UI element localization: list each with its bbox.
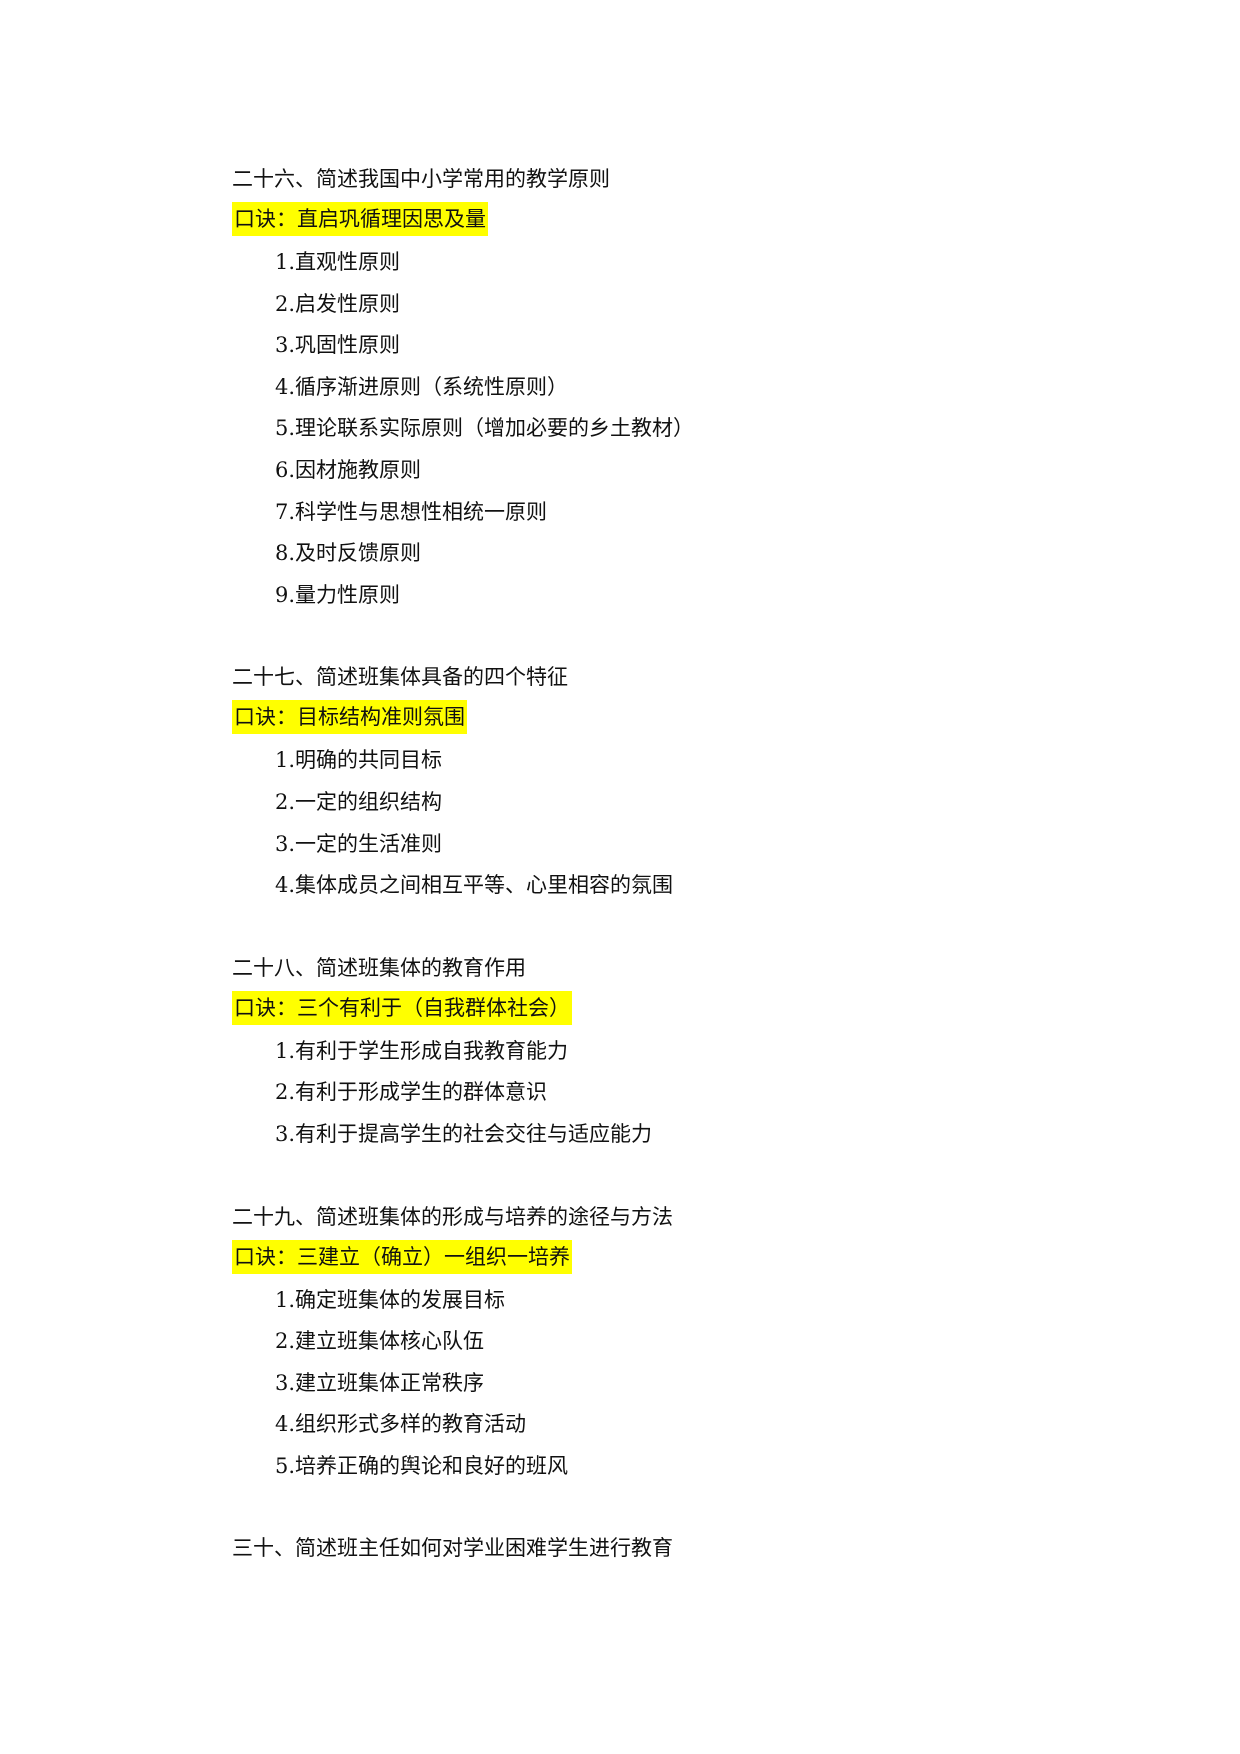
mnemonic-highlight: 口诀：目标结构准则氛围 xyxy=(232,700,467,735)
section-heading: 二十七、简述班集体具备的四个特征 xyxy=(232,665,568,690)
list-item: 4.循序渐进原则（系统性原则） xyxy=(275,374,569,399)
method-list: 1.确定班集体的发展目标 2.建立班集体核心队伍 3.建立班集体正常秩序 4.组… xyxy=(232,1280,1132,1488)
list-item: 9.量力性原则 xyxy=(275,582,401,607)
list-item: 1.明确的共同目标 xyxy=(275,748,443,773)
list-item: 2.一定的组织结构 xyxy=(275,789,443,814)
list-item: 1.直观性原则 xyxy=(275,250,401,274)
list-item: 3.一定的生活准则 xyxy=(275,831,443,856)
list-item: 3.有利于提高学生的社会交往与适应能力 xyxy=(275,1121,653,1146)
section-28: 二十八、简述班集体的教育作用 口诀：三个有利于（自我群体社会） 1.有利于学生形… xyxy=(232,947,1132,1156)
section-26: 二十六、简述我国中小学常用的教学原则 口诀：直启巩循理因思及量 1.直观性原则 … xyxy=(232,158,1132,616)
feature-list: 1.明确的共同目标 2.一定的组织结构 3.一定的生活准则 4.集体成员之间相互… xyxy=(232,740,1132,906)
list-item: 8.及时反馈原则 xyxy=(275,541,422,566)
mnemonic-highlight: 口诀：直启巩循理因思及量 xyxy=(232,202,488,236)
principle-list: 1.直观性原则 2.启发性原则 3.巩固性原则 4.循序渐进原则（系统性原则） … xyxy=(232,242,1132,616)
mnemonic-highlight: 口诀：三个有利于（自我群体社会） xyxy=(232,990,572,1025)
list-item: 2.建立班集体核心队伍 xyxy=(275,1329,485,1354)
list-item: 2.启发性原则 xyxy=(275,291,401,316)
list-item: 3.巩固性原则 xyxy=(275,333,401,358)
list-item: 5.培养正确的舆论和良好的班风 xyxy=(275,1453,569,1478)
list-item: 1.确定班集体的发展目标 xyxy=(275,1287,506,1312)
mnemonic-highlight: 口诀：三建立（确立）一组织一培养 xyxy=(232,1239,572,1274)
section-heading: 二十九、简述班集体的形成与培养的途径与方法 xyxy=(232,1204,673,1229)
list-item: 3.建立班集体正常秩序 xyxy=(275,1370,485,1395)
mnemonic-row: 口诀：直启巩循理因思及量 xyxy=(232,200,1132,242)
list-item: 6.因材施教原则 xyxy=(275,457,422,482)
mnemonic-row: 口诀：三个有利于（自我群体社会） xyxy=(232,989,1132,1031)
effect-list: 1.有利于学生形成自我教育能力 2.有利于形成学生的群体意识 3.有利于提高学生… xyxy=(232,1031,1132,1156)
section-30: 三十、简述班主任如何对学业困难学生进行教育 xyxy=(232,1527,1132,1569)
document-page: 二十六、简述我国中小学常用的教学原则 口诀：直启巩循理因思及量 1.直观性原则 … xyxy=(232,158,1132,1609)
section-27: 二十七、简述班集体具备的四个特征 口诀：目标结构准则氛围 1.明确的共同目标 2… xyxy=(232,656,1132,906)
section-heading: 三十、简述班主任如何对学业困难学生进行教育 xyxy=(232,1536,673,1561)
list-item: 1.有利于学生形成自我教育能力 xyxy=(275,1038,569,1063)
list-item: 5.理论联系实际原则（增加必要的乡土教材） xyxy=(275,416,695,441)
mnemonic-row: 口诀：目标结构准则氛围 xyxy=(232,698,1132,740)
list-item: 2.有利于形成学生的群体意识 xyxy=(275,1080,548,1105)
list-item: 7.科学性与思想性相统一原则 xyxy=(275,499,548,524)
list-item: 4.集体成员之间相互平等、心里相容的氛围 xyxy=(275,873,674,898)
section-29: 二十九、简述班集体的形成与培养的途径与方法 口诀：三建立（确立）一组织一培养 1… xyxy=(232,1196,1132,1488)
mnemonic-row: 口诀：三建立（确立）一组织一培养 xyxy=(232,1238,1132,1280)
list-item: 4.组织形式多样的教育活动 xyxy=(275,1412,527,1437)
section-heading: 二十六、简述我国中小学常用的教学原则 xyxy=(232,167,610,191)
section-heading: 二十八、简述班集体的教育作用 xyxy=(232,955,526,980)
